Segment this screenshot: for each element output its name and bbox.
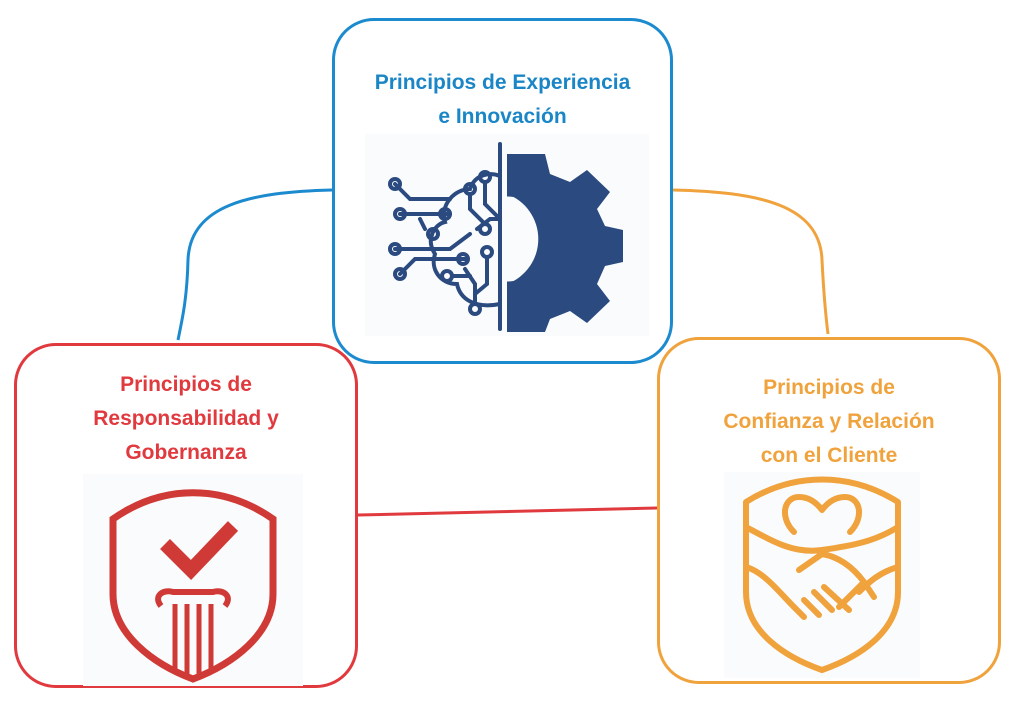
title-line: Confianza y Relación: [723, 410, 935, 433]
title-line: con el Cliente: [760, 444, 898, 467]
experience-innovation-title: Principios de Experiencia e Innovación: [335, 66, 670, 134]
title-line: Principios de: [763, 376, 895, 399]
responsibility-governance-card: Principios de Responsabilidad y Gobernan…: [14, 343, 358, 688]
experience-innovation-card: Principios de Experiencia e Innovación: [332, 18, 673, 364]
trust-client-relationship-card: Principios de Confianza y Relación con e…: [657, 337, 1001, 684]
shield-check-column-icon: [83, 474, 303, 686]
title-line: Principios de: [120, 373, 252, 396]
title-line: Principios de Experiencia: [374, 71, 631, 94]
shield-handshake-heart-icon: [724, 472, 920, 678]
brain-gear-icon: [365, 134, 649, 336]
connector-experience-responsibility: [176, 188, 333, 341]
title-line: Responsabilidad y: [93, 407, 279, 430]
connector-responsibility-trust: [357, 506, 658, 517]
title-line: e Innovación: [438, 105, 567, 128]
title-line: Gobernanza: [125, 441, 247, 464]
trust-client-relationship-title: Principios de Confianza y Relación con e…: [660, 371, 998, 473]
connector-experience-trust: [672, 188, 830, 335]
responsibility-governance-title: Principios de Responsabilidad y Gobernan…: [17, 368, 355, 470]
